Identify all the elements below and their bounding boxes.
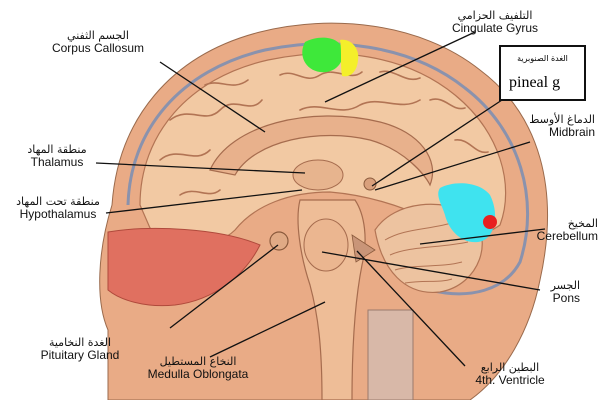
highlight-cyan — [438, 183, 496, 243]
label-midbrain: الدماغ الأوسط Midbrain — [480, 114, 595, 138]
highlight-green — [302, 37, 343, 73]
leader-lines — [95, 31, 546, 367]
label-cerebellum-ar: المخيخ — [567, 217, 598, 230]
label-pons-en: Pons — [552, 290, 580, 305]
label-medulla-en: Medulla Oblongata — [147, 366, 249, 381]
label-pineal-en: pineal g — [509, 74, 561, 91]
label-cerebellum: المخيخ Cerebellum — [490, 218, 598, 242]
pituitary-shape — [269, 231, 289, 251]
corpus-callosum-shape — [209, 115, 434, 187]
label-cingulate-gyrus: التلفيف الحزامي Cingulate Gyrus — [420, 10, 570, 34]
highlight-yellow — [340, 39, 359, 77]
label-fourth-ventricle-en: 4th. Ventricle — [475, 372, 545, 387]
label-cerebellum-en: Cerebellum — [536, 228, 598, 243]
cerebellum-folia — [384, 221, 469, 284]
label-fourth-ventricle-ar: البطين الرابع — [480, 361, 540, 374]
cerebrum — [139, 53, 507, 244]
label-pineal-ar: الغدة الصنوبرية — [517, 54, 568, 63]
highlight-red — [483, 215, 497, 229]
label-corpus-callosum-ar: الجسم الثفني — [67, 29, 129, 42]
label-cingulate-gyrus-ar: التلفيف الحزامي — [457, 9, 533, 22]
label-pituitary-en: Pituitary Gland — [40, 347, 120, 362]
vertebra — [367, 309, 414, 400]
label-thalamus-en: Thalamus — [30, 154, 84, 169]
label-corpus-callosum: الجسم الثفني Corpus Callosum — [28, 30, 168, 54]
label-thalamus: منطقة المهاد Thalamus — [8, 144, 106, 168]
label-midbrain-ar: الدماغ الأوسط — [529, 113, 595, 126]
dura-line — [126, 42, 530, 296]
fourth-ventricle-shape — [351, 234, 376, 263]
label-hypothalamus-en: Hypothalamus — [19, 206, 97, 221]
label-hypothalamus-ar: منطقة تحت المهاد — [16, 195, 100, 208]
label-fourth-ventricle: البطين الرابع 4th. Ventricle — [450, 362, 570, 386]
label-hypothalamus: منطقة تحت المهاد Hypothalamus — [2, 196, 114, 220]
label-corpus-callosum-en: Corpus Callosum — [51, 40, 145, 55]
label-pons-ar: الجسر — [550, 279, 580, 292]
thalamus-shape — [292, 159, 344, 191]
pons-shape — [303, 218, 349, 272]
label-cingulate-gyrus-en: Cingulate Gyrus — [451, 20, 539, 35]
label-medulla: النخاع المستطيل Medulla Oblongata — [128, 356, 268, 380]
label-pineal-box: الغدة الصنوبرية pineal g — [499, 45, 586, 101]
label-pituitary: الغدة النخامية Pituitary Gland — [20, 337, 140, 361]
label-pons: الجسر Pons — [500, 280, 580, 304]
label-thalamus-ar: منطقة المهاد — [27, 143, 87, 156]
label-medulla-ar: النخاع المستطيل — [159, 355, 237, 368]
label-pituitary-ar: الغدة النخامية — [48, 336, 112, 349]
gyri — [159, 70, 489, 196]
label-midbrain-en: Midbrain — [548, 124, 595, 139]
